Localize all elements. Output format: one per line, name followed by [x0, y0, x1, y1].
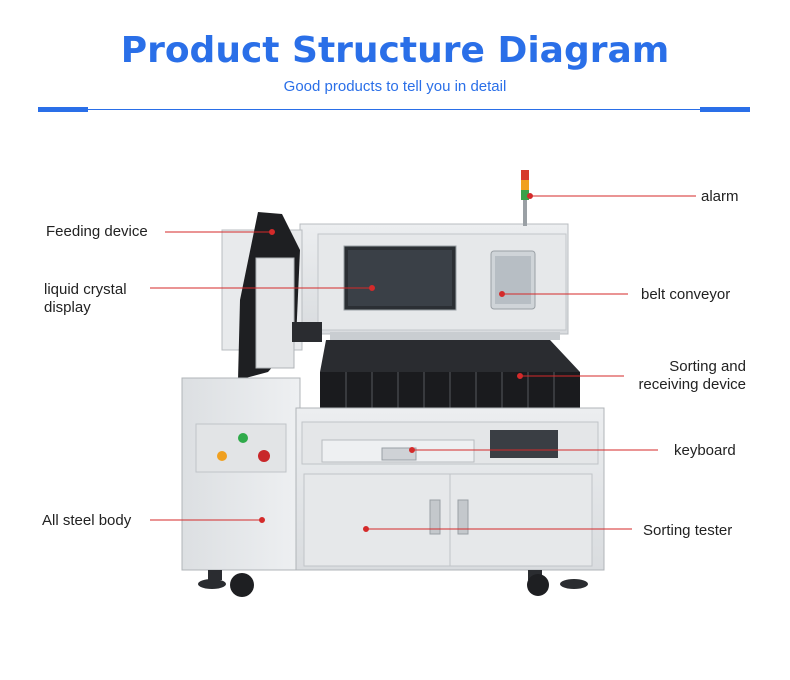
feeding-device-arm: [238, 212, 322, 380]
header-divider: [38, 109, 750, 110]
alarm-light-tower: [521, 170, 529, 226]
label-belt-conveyor: belt conveyor: [641, 286, 731, 303]
sorting-tray: [320, 332, 580, 410]
leader-lines: [150, 193, 696, 532]
label-liquid-crystal-display: liquid crystal display: [44, 281, 127, 316]
label-keyboard: keyboard: [674, 442, 736, 459]
header-divider-left-accent: [38, 107, 88, 112]
lcd-screen: [343, 245, 457, 311]
page-title: Product Structure Diagram: [120, 30, 670, 71]
label-alarm: alarm: [701, 188, 739, 205]
casters: [198, 570, 588, 597]
page-subtitle: Good products to tell you in detail: [283, 78, 507, 95]
label-all-steel-body: All steel body: [42, 512, 132, 529]
belt-conveyor-window: [490, 250, 536, 310]
header-divider-right-accent: [700, 107, 750, 112]
label-sorting-receiving-device: Sorting and receiving device: [638, 358, 746, 393]
label-feeding-device: Feeding device: [46, 223, 148, 240]
lower-body: [181, 377, 605, 571]
label-sorting-tester: Sorting tester: [643, 522, 733, 539]
